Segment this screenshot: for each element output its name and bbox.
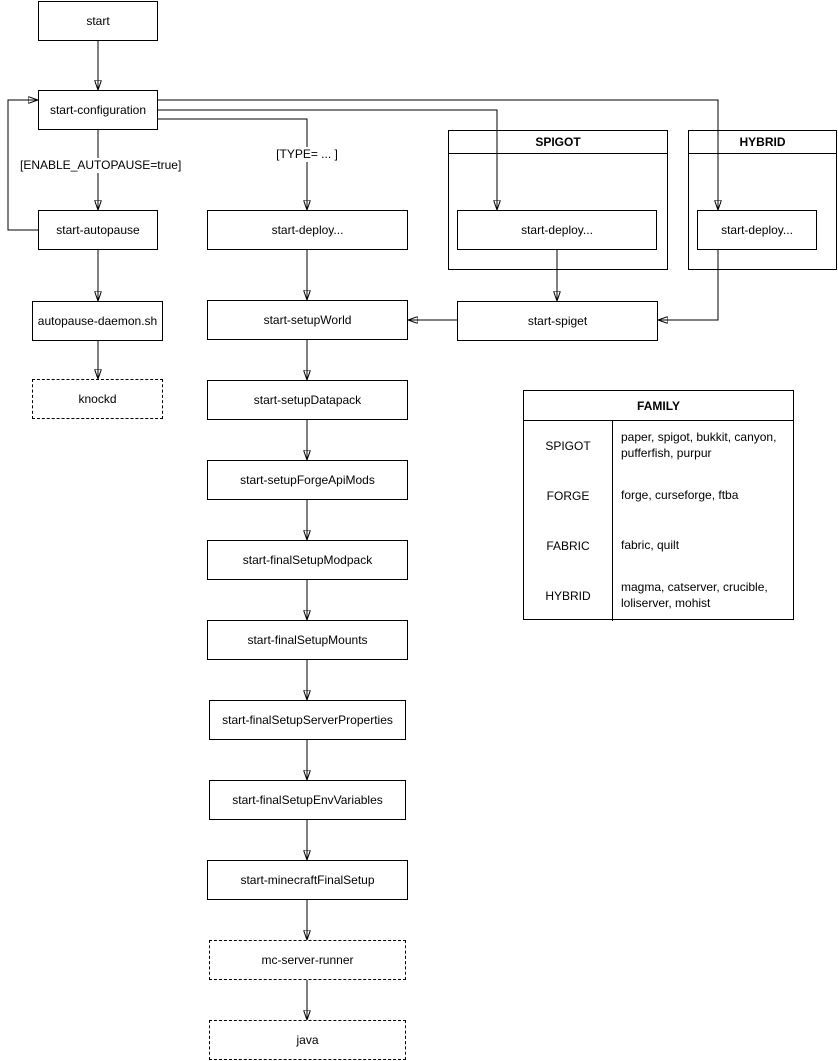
node-knockd: knockd (32, 379, 163, 419)
family-cell-value: fabric, quilt (621, 538, 680, 553)
family-cell-label: FORGE (524, 471, 613, 521)
node-start-final-setup-mounts: start-finalSetupMounts (207, 620, 408, 660)
family-cell-value: forge, curseforge, ftba (621, 488, 739, 503)
node-start-final-setup-modpack: start-finalSetupModpack (207, 540, 408, 580)
node-start-final-setup-server-properties: start-finalSetupServerProperties (209, 700, 406, 740)
node-start-deploy-spigot: start-deploy... (457, 210, 657, 250)
node-start-setup-world: start-setupWorld (207, 300, 408, 340)
node-start-configuration: start-configuration (38, 90, 158, 130)
family-row-forge: FORGE forge, curseforge, ftba (524, 471, 793, 521)
family-row-spigot: SPIGOT paper, spigot, bukkit, canyon, pu… (524, 421, 793, 471)
family-table-title: FAMILY (524, 391, 793, 421)
hybrid-group-title: HYBRID (689, 131, 836, 154)
family-cell-value: paper, spigot, bukkit, canyon, pufferfis… (621, 430, 777, 460)
node-start-deploy-main: start-deploy... (207, 210, 408, 250)
family-cell-value: magma, catserver, crucible, loliserver, … (621, 580, 768, 610)
node-start-deploy-hybrid: start-deploy... (697, 210, 817, 250)
node-start-setup-datapack: start-setupDatapack (207, 380, 408, 420)
edge-label-type: [TYPE= ... ] (272, 147, 342, 162)
family-row-fabric: FABRIC fabric, quilt (524, 521, 793, 571)
node-start-minecraft-final-setup: start-minecraftFinalSetup (207, 860, 408, 900)
family-cell-label: HYBRID (524, 571, 613, 621)
node-start-final-setup-env-variables: start-finalSetupEnvVariables (209, 780, 406, 820)
node-java: java (209, 1020, 406, 1060)
node-start-spiget: start-spiget (457, 301, 658, 341)
node-start-autopause: start-autopause (38, 210, 158, 250)
edge-label-enable-autopause: [ENABLE_AUTOPAUSE=true] (20, 158, 182, 173)
family-row-hybrid: HYBRID magma, catserver, crucible, lolis… (524, 571, 793, 621)
node-autopause-daemon-sh: autopause-daemon.sh (32, 301, 163, 341)
family-cell-label: FABRIC (524, 521, 613, 571)
family-table: FAMILY SPIGOT paper, spigot, bukkit, can… (523, 390, 794, 621)
spigot-group-title: SPIGOT (449, 131, 667, 154)
family-cell-label: SPIGOT (524, 421, 613, 471)
node-start-setup-forge-api-mods: start-setupForgeApiMods (207, 460, 408, 500)
node-start: start (38, 1, 158, 41)
node-mc-server-runner: mc-server-runner (209, 940, 406, 980)
